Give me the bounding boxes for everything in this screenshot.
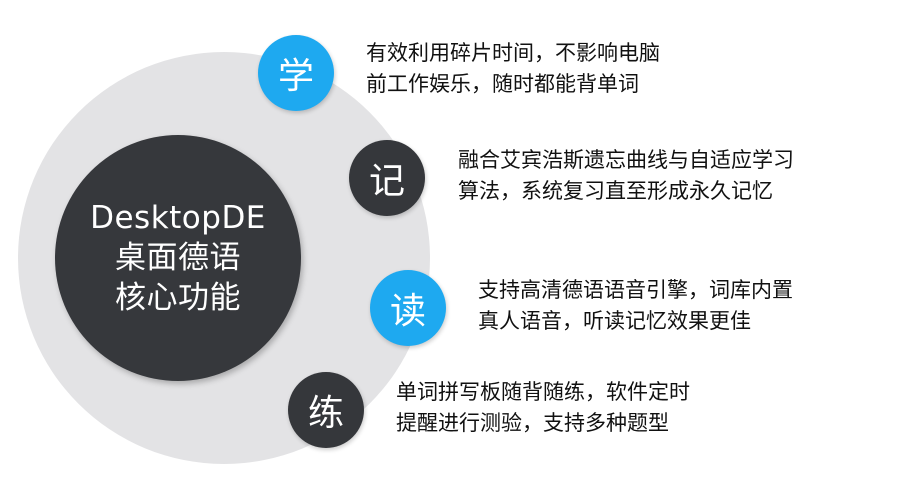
feature-read-line1: 支持高清德语语音引擎，词库内置 bbox=[478, 278, 793, 302]
feature-memorize-line2: 算法，系统复习直至形成永久记忆 bbox=[458, 179, 773, 203]
center-circle: DesktopDE 桌面德语 核心功能 bbox=[55, 135, 301, 381]
center-title: DesktopDE bbox=[90, 200, 266, 236]
feature-memorize-text: 融合艾宾浩斯遗忘曲线与自适应学习 算法，系统复习直至形成永久记忆 bbox=[458, 145, 794, 207]
feature-practice-line2: 提醒进行测验，支持多种题型 bbox=[396, 411, 669, 435]
feature-learn-line1: 有效利用碎片时间，不影响电脑 bbox=[366, 41, 660, 65]
feature-read-text: 支持高清德语语音引擎，词库内置 真人语音，听读记忆效果更佳 bbox=[478, 275, 793, 337]
badge-practice-label: 练 bbox=[307, 393, 344, 434]
feature-learn-text: 有效利用碎片时间，不影响电脑 前工作娱乐，随时都能背单词 bbox=[366, 38, 660, 100]
badge-read-label: 读 bbox=[389, 291, 426, 332]
center-subtitle-line2: 核心功能 bbox=[115, 280, 241, 316]
badge-memorize-label: 记 bbox=[368, 161, 405, 202]
feature-practice-line1: 单词拼写板随背随练，软件定时 bbox=[396, 380, 690, 404]
center-subtitle-line1: 桌面德语 bbox=[115, 240, 241, 276]
feature-read-line2: 真人语音，听读记忆效果更佳 bbox=[478, 309, 751, 333]
badge-learn-label: 学 bbox=[277, 56, 314, 97]
feature-memorize-line1: 融合艾宾浩斯遗忘曲线与自适应学习 bbox=[458, 148, 794, 172]
badge-learn: 学 bbox=[258, 35, 334, 111]
feature-learn-line2: 前工作娱乐，随时都能背单词 bbox=[366, 72, 639, 96]
badge-memorize: 记 bbox=[349, 140, 425, 216]
badge-practice: 练 bbox=[288, 372, 364, 448]
badge-read: 读 bbox=[370, 270, 446, 346]
feature-practice-text: 单词拼写板随背随练，软件定时 提醒进行测验，支持多种题型 bbox=[396, 377, 690, 439]
